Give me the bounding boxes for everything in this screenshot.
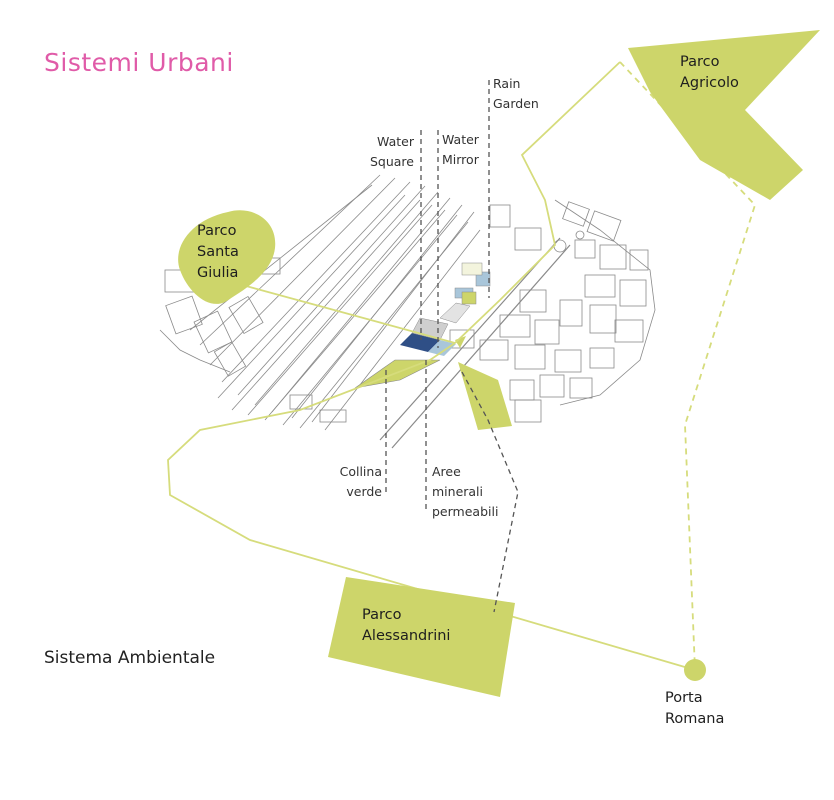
parco-santa-giulia-shape xyxy=(178,210,276,304)
parco-agricolo-shape xyxy=(628,30,820,200)
callout-leaders xyxy=(385,80,519,613)
section-subtitle: Sistema Ambientale xyxy=(44,648,216,668)
parco-alessandrini-shape xyxy=(328,577,515,697)
callout-water-square: Water Square xyxy=(369,134,414,169)
parco-santa-giulia-label: Parco Santa Giulia xyxy=(197,223,239,281)
parks xyxy=(178,30,820,697)
leader-alessandrini xyxy=(461,371,519,613)
route-agricolo-dashed xyxy=(619,61,757,671)
porta-romana-label: Porta Romana xyxy=(665,690,725,727)
route-santa-giulia xyxy=(234,282,456,344)
callout-rain-garden: Rain Garden xyxy=(493,76,539,111)
porta-romana-node xyxy=(684,659,706,681)
route-porta-romana-west xyxy=(167,342,696,671)
rain-garden-shape xyxy=(461,291,477,305)
page-title: Sistemi Urbani xyxy=(44,48,234,77)
callout-aree-minerali: Aree minerali permeabili xyxy=(432,464,499,519)
main-road xyxy=(379,237,561,441)
rail-tracks xyxy=(189,174,481,431)
east-blocks xyxy=(449,199,656,423)
water-mirror-shape xyxy=(428,340,456,356)
parco-alessandrini-label: Parco Alessandrini xyxy=(362,607,451,644)
callout-collina-verde: Collina verde xyxy=(339,464,382,499)
green-routes xyxy=(167,61,757,671)
aree-minerali-shape xyxy=(458,362,512,430)
parco-agricolo-label: Parco Agricolo xyxy=(680,54,739,91)
callout-water-mirror: Water Mirror xyxy=(442,132,479,167)
route-north xyxy=(454,61,621,344)
